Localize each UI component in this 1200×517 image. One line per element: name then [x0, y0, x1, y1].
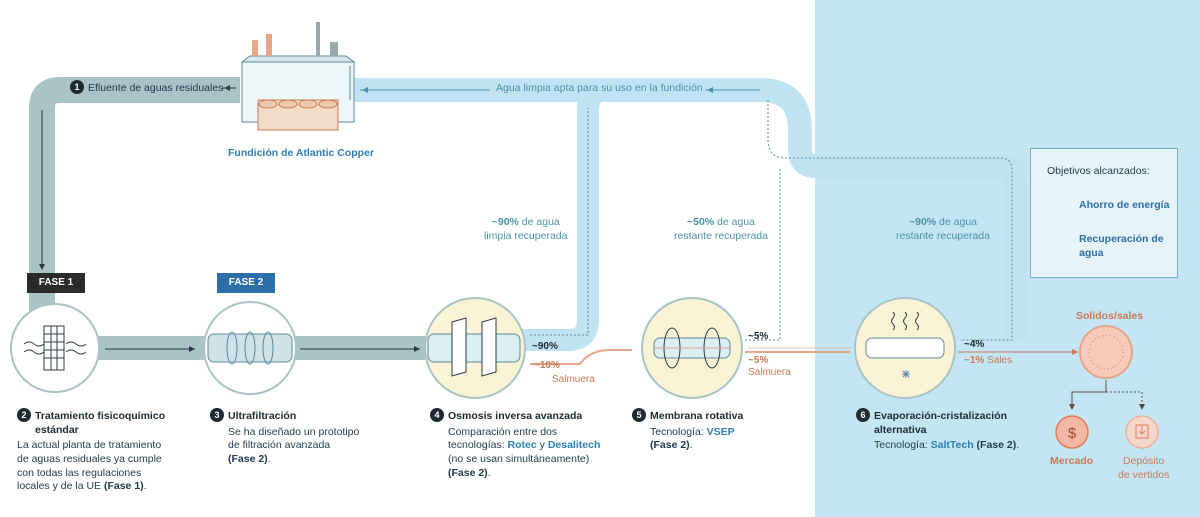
ro-clean-pipe: [520, 79, 609, 351]
clean-water-label: Agua limpia apta para su uso en la fundi…: [496, 82, 703, 94]
dollar-icon: $: [1068, 425, 1077, 442]
vsep-brine-pct: ~5%: [748, 355, 769, 366]
vsep-water-pct: ~5%: [748, 331, 769, 342]
clean-water-return-pipe: [352, 78, 1028, 340]
effluent-pipe: [29, 77, 240, 330]
brine-line-ro: [530, 349, 632, 365]
ro-brine-label: Salmuera: [552, 374, 595, 385]
rotating-membrane-icon: [653, 327, 731, 369]
recirc-dash-ro: [530, 108, 589, 336]
goal-energy-saving: Ahorro de energía: [1079, 199, 1170, 211]
evap-salts: ~1% Sales: [964, 355, 1013, 366]
evaporation-icon: [865, 311, 945, 378]
plant-name: Fundición de Atlantic Copper: [228, 147, 375, 159]
phase-1-badge: FASE 1: [27, 273, 85, 293]
filter-grid-icon: [23, 325, 87, 371]
goals-box: Objetivos alcanzados: Ahorro de energía …: [1030, 148, 1178, 278]
landfill-icon: [1135, 424, 1149, 439]
market-node: [1055, 415, 1089, 449]
ro-membrane-icon: [427, 317, 521, 377]
phase-2-badge: FASE 2: [217, 273, 275, 293]
recirc-dash-vsep: [745, 168, 781, 341]
ro-brine-pct: ~10%: [534, 360, 560, 371]
goals-title: Objetivos alcanzados:: [1047, 165, 1150, 177]
solids-title: Solidos/sales: [1076, 310, 1144, 322]
node-physchem: [10, 303, 100, 393]
solids-node: [1079, 325, 1133, 379]
smelter-plant-illustration: [240, 22, 356, 131]
evap-water-pct: ~4%: [964, 339, 985, 350]
vsep-brine-label: Salmuera: [748, 367, 791, 378]
membrane-tube-icon: [207, 331, 293, 365]
ro-water-pct: ~90%: [532, 341, 558, 352]
market-label: Mercado: [1050, 455, 1094, 467]
